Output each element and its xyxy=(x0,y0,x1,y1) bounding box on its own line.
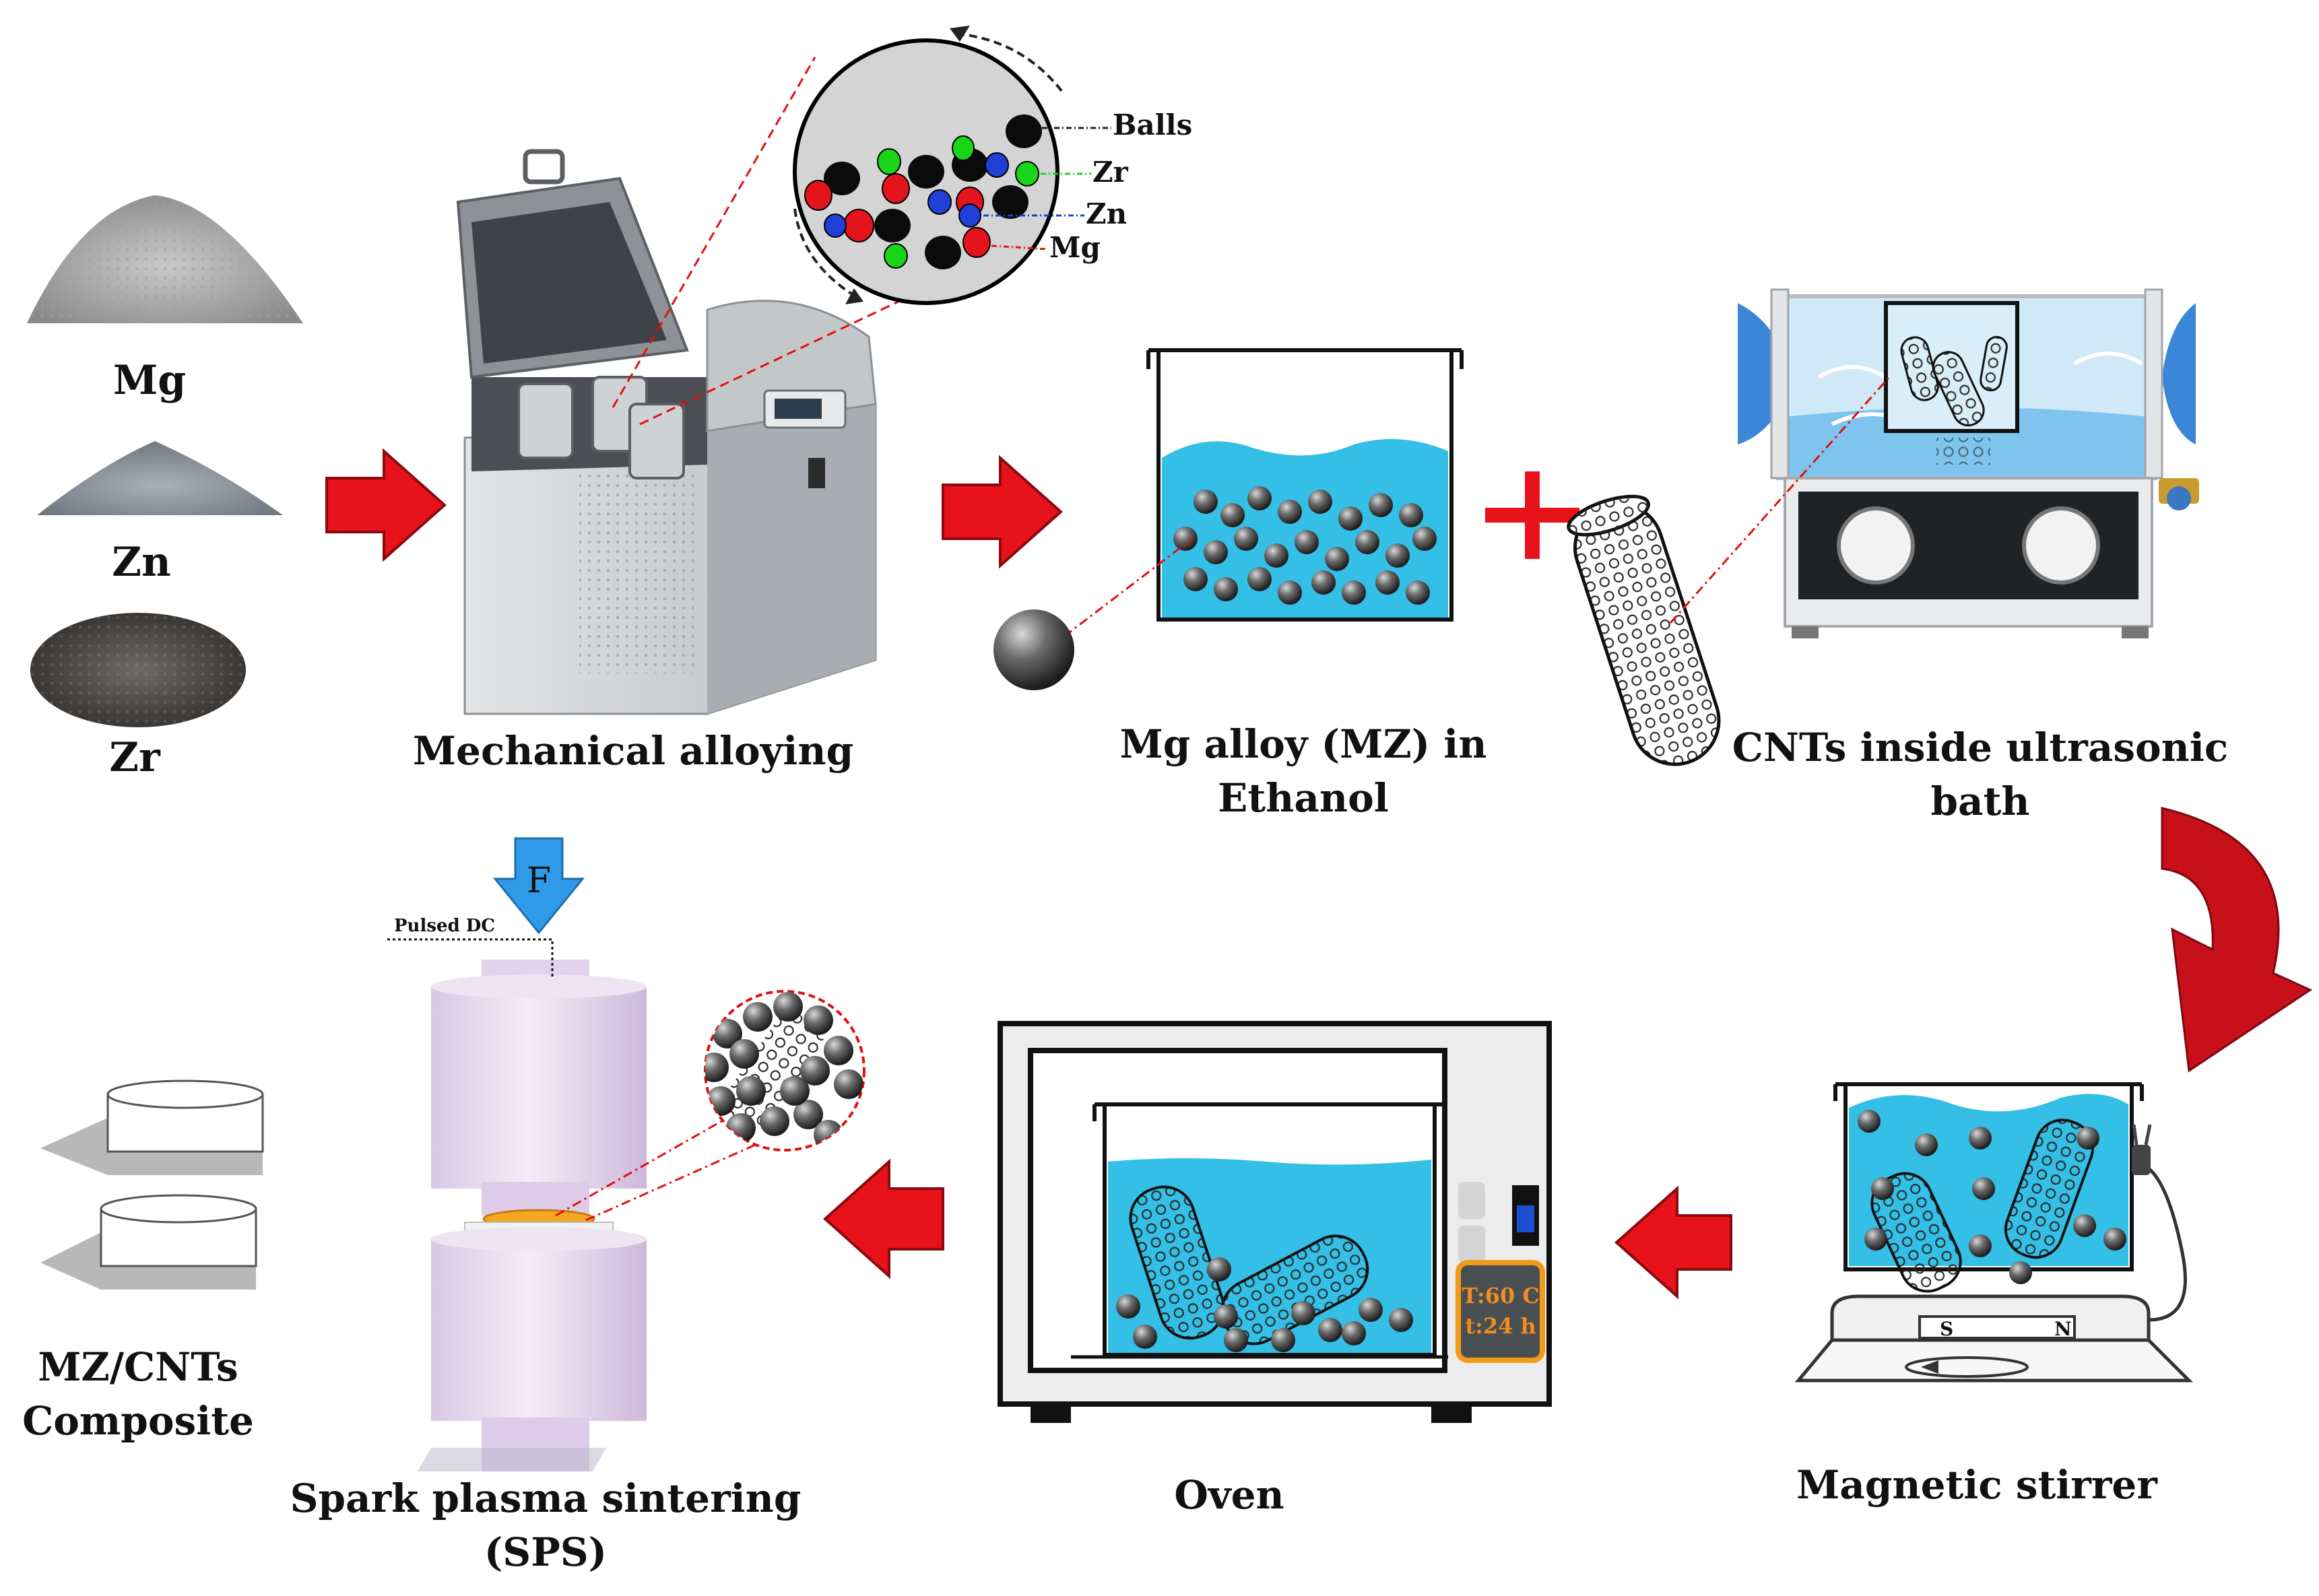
label-composite-line2: Composite xyxy=(22,1398,254,1444)
label-mechanical-alloying: Mechanical alloying xyxy=(413,728,853,774)
force-label: F xyxy=(527,861,551,901)
sps-apparatus xyxy=(387,837,865,1471)
carbon-nanotube xyxy=(1567,494,1721,766)
curved-flow-arrow xyxy=(2161,807,2313,1073)
inset-particle-zn xyxy=(985,152,1009,178)
magnetic-stirrer xyxy=(1794,1082,2194,1383)
flow-arrow-4 xyxy=(823,1158,944,1279)
stirrer-south: S xyxy=(1940,1318,1953,1340)
oven-temperature: T:60 C xyxy=(1462,1283,1540,1308)
inset-particle-zn xyxy=(927,189,952,215)
flow-arrow-1 xyxy=(325,448,447,562)
label-mg-alloy-line2: Ethanol xyxy=(1218,775,1389,821)
inset-particle-zn xyxy=(824,213,847,238)
stirrer-north: N xyxy=(2054,1318,2072,1340)
pulsed-dc-label: Pulsed DC xyxy=(394,916,495,936)
inset-particle-zr xyxy=(952,135,975,161)
inset-ball xyxy=(925,236,961,269)
label-cnts-bath-line2: bath xyxy=(1930,778,2029,824)
inset-particle-zr xyxy=(884,243,908,269)
inset-ball xyxy=(874,209,911,242)
force-arrow xyxy=(492,837,585,935)
label-oven: Oven xyxy=(1174,1472,1284,1518)
inset-label-zn: Zn xyxy=(1086,197,1127,230)
ultrasonic-bath xyxy=(1738,288,2199,638)
inset-label-zr: Zr xyxy=(1092,156,1129,189)
inset-particle-mg xyxy=(962,227,991,258)
inset-ball xyxy=(908,155,944,189)
label-cnts-bath-line1: CNTs inside ultrasonic xyxy=(1732,725,2228,770)
ethanol-beaker xyxy=(1146,348,1464,622)
label-magnetic-stirrer: Magnetic stirrer xyxy=(1796,1462,2158,1508)
label-zn: Zn xyxy=(112,539,170,586)
ball-mill-machine xyxy=(456,149,877,715)
label-mg: Mg xyxy=(113,357,186,404)
inset-ball xyxy=(824,162,860,195)
inset-particle-zn xyxy=(958,203,981,228)
label-composite-line1: MZ/CNTs xyxy=(38,1344,238,1390)
inset-ball xyxy=(1006,114,1042,148)
label-sps-line1: Spark plasma sintering xyxy=(290,1475,802,1521)
flow-arrow-2 xyxy=(942,455,1064,569)
inset-label-mg: Mg xyxy=(1049,231,1101,264)
label-zr: Zr xyxy=(109,734,161,781)
inset-particle-mg xyxy=(843,209,874,242)
mg-alloy-particle xyxy=(993,609,1074,690)
mg-powder xyxy=(27,195,303,323)
composite-discs xyxy=(40,1079,264,1290)
zn-powder xyxy=(37,441,283,515)
label-mg-alloy-line1: Mg alloy (MZ) in xyxy=(1120,721,1487,767)
flow-arrow-3 xyxy=(1614,1185,1732,1300)
plus-sign xyxy=(1485,471,1579,559)
ball-mill-inset xyxy=(793,26,1111,305)
label-sps-line2: (SPS) xyxy=(484,1529,607,1575)
inset-particle-zr xyxy=(1015,161,1039,187)
inset-particle-mg xyxy=(804,180,832,211)
oven-time: t:24 h xyxy=(1465,1313,1536,1339)
zr-powder xyxy=(30,613,246,727)
oven xyxy=(998,1021,1552,1423)
inset-particle-zr xyxy=(877,148,901,175)
inset-particle-mg xyxy=(882,173,910,204)
inset-ball xyxy=(992,185,1028,219)
inset-label-balls: Balls xyxy=(1113,108,1192,141)
